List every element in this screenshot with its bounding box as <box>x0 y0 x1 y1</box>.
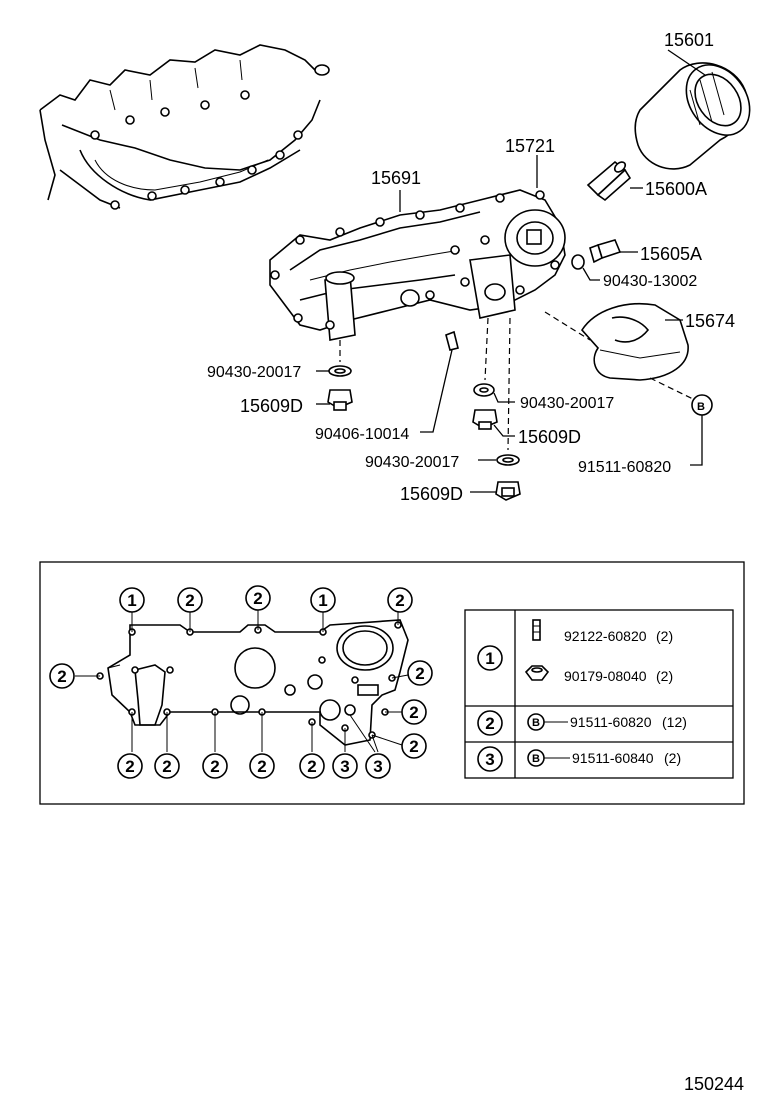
legend-row-2: 2 B 91511-60820 (12) <box>477 710 687 736</box>
callout-right-3: 2 <box>401 733 427 759</box>
assembly-lines <box>339 311 696 451</box>
callout-top-1: 1 <box>119 587 145 613</box>
bolt-legend-table: 1 92122-60820 (2) 90179-08040 (2) 2 B 91… <box>464 609 734 779</box>
label-15609d-a: 15609D <box>240 396 303 416</box>
svg-text:B: B <box>532 717 540 729</box>
illustration-number: 150244 <box>684 1074 744 1094</box>
label-90430-20017-a: 90430-20017 <box>207 364 301 381</box>
bolt-ref-mark: B <box>697 401 705 413</box>
callout-bottom-3: 2 <box>202 753 228 779</box>
label-90406-10014: 90406-10014 <box>315 426 409 443</box>
callout-bottom-2: 2 <box>154 753 180 779</box>
svg-text:3: 3 <box>485 750 494 769</box>
svg-text:3: 3 <box>340 757 349 776</box>
plug-drawing <box>571 239 622 270</box>
label-15600a: 15600A <box>645 179 707 199</box>
svg-text:2: 2 <box>409 703 418 722</box>
legend-qty-92122-60820: (2) <box>656 628 673 644</box>
legend-qty-91511-60840: (2) <box>664 750 681 766</box>
callout-top-2: 2 <box>177 587 203 613</box>
svg-text:2: 2 <box>307 757 316 776</box>
legend-part-91511-60820: 91511-60820 <box>570 714 652 730</box>
relief-valve-drawing <box>586 160 632 202</box>
gasket-union-drawings <box>327 330 521 501</box>
legend-part-92122-60820: 92122-60820 <box>564 628 647 644</box>
svg-text:2: 2 <box>125 757 134 776</box>
leader-lines <box>316 49 706 493</box>
legend-row-1: 1 92122-60820 (2) 90179-08040 (2) <box>477 619 673 684</box>
callout-left: 2 <box>49 663 75 689</box>
svg-text:2: 2 <box>257 757 266 776</box>
legend-row-3: 3 B 91511-60840 (2) <box>477 746 681 772</box>
svg-text:1: 1 <box>318 591 327 610</box>
callout-top-5: 2 <box>387 587 413 613</box>
callout-right-1: 2 <box>407 660 433 686</box>
svg-text:2: 2 <box>57 667 66 686</box>
callout-top-4: 1 <box>310 587 336 613</box>
svg-text:2: 2 <box>185 591 194 610</box>
oil-filter-drawing <box>634 62 751 170</box>
label-91511-60820: 91511-60820 <box>578 459 671 476</box>
label-90430-20017-b: 90430-20017 <box>520 395 614 412</box>
label-90430-20017-c: 90430-20017 <box>365 454 459 471</box>
callout-bottom-1: 2 <box>117 753 143 779</box>
callout-bottom-6: 3 <box>332 753 358 779</box>
svg-text:1: 1 <box>127 591 136 610</box>
callout-right-2: 2 <box>401 699 427 725</box>
svg-text:2: 2 <box>253 589 262 608</box>
svg-text:2: 2 <box>395 591 404 610</box>
legend-part-90179-08040: 90179-08040 <box>564 668 647 684</box>
legend-qty-91511-60820: (12) <box>662 714 687 730</box>
svg-text:2: 2 <box>415 664 424 683</box>
svg-text:1: 1 <box>485 649 494 668</box>
svg-text:2: 2 <box>210 757 219 776</box>
label-15674: 15674 <box>685 311 735 331</box>
svg-text:3: 3 <box>373 757 382 776</box>
baffle-plate-drawing <box>580 302 689 381</box>
callout-bottom-4: 2 <box>249 753 275 779</box>
svg-text:2: 2 <box>162 757 171 776</box>
callout-top-3: 2 <box>245 585 271 611</box>
svg-text:2: 2 <box>485 714 494 733</box>
plate-outline-drawing <box>75 610 409 753</box>
callout-bottom-5: 2 <box>299 753 325 779</box>
bolt-ref-circle <box>691 394 713 416</box>
svg-text:B: B <box>532 753 540 765</box>
svg-text:2: 2 <box>409 737 418 756</box>
legend-qty-90179-08040: (2) <box>656 668 673 684</box>
callout-bottom-7: 3 <box>365 753 391 779</box>
oil-cooler-assembly-drawing <box>269 189 566 341</box>
label-15691: 15691 <box>371 168 421 188</box>
label-90430-13002: 90430-13002 <box>603 273 697 290</box>
label-15601: 15601 <box>664 30 714 50</box>
label-15721: 15721 <box>505 136 555 156</box>
stud-icon <box>532 619 541 641</box>
engine-block-drawing <box>39 44 330 210</box>
label-15609d-c: 15609D <box>400 484 463 504</box>
label-15609d-b: 15609D <box>518 427 581 447</box>
label-15605a: 15605A <box>640 244 702 264</box>
bolt-layout-frame <box>39 561 745 805</box>
legend-part-91511-60840: 91511-60840 <box>572 750 654 766</box>
